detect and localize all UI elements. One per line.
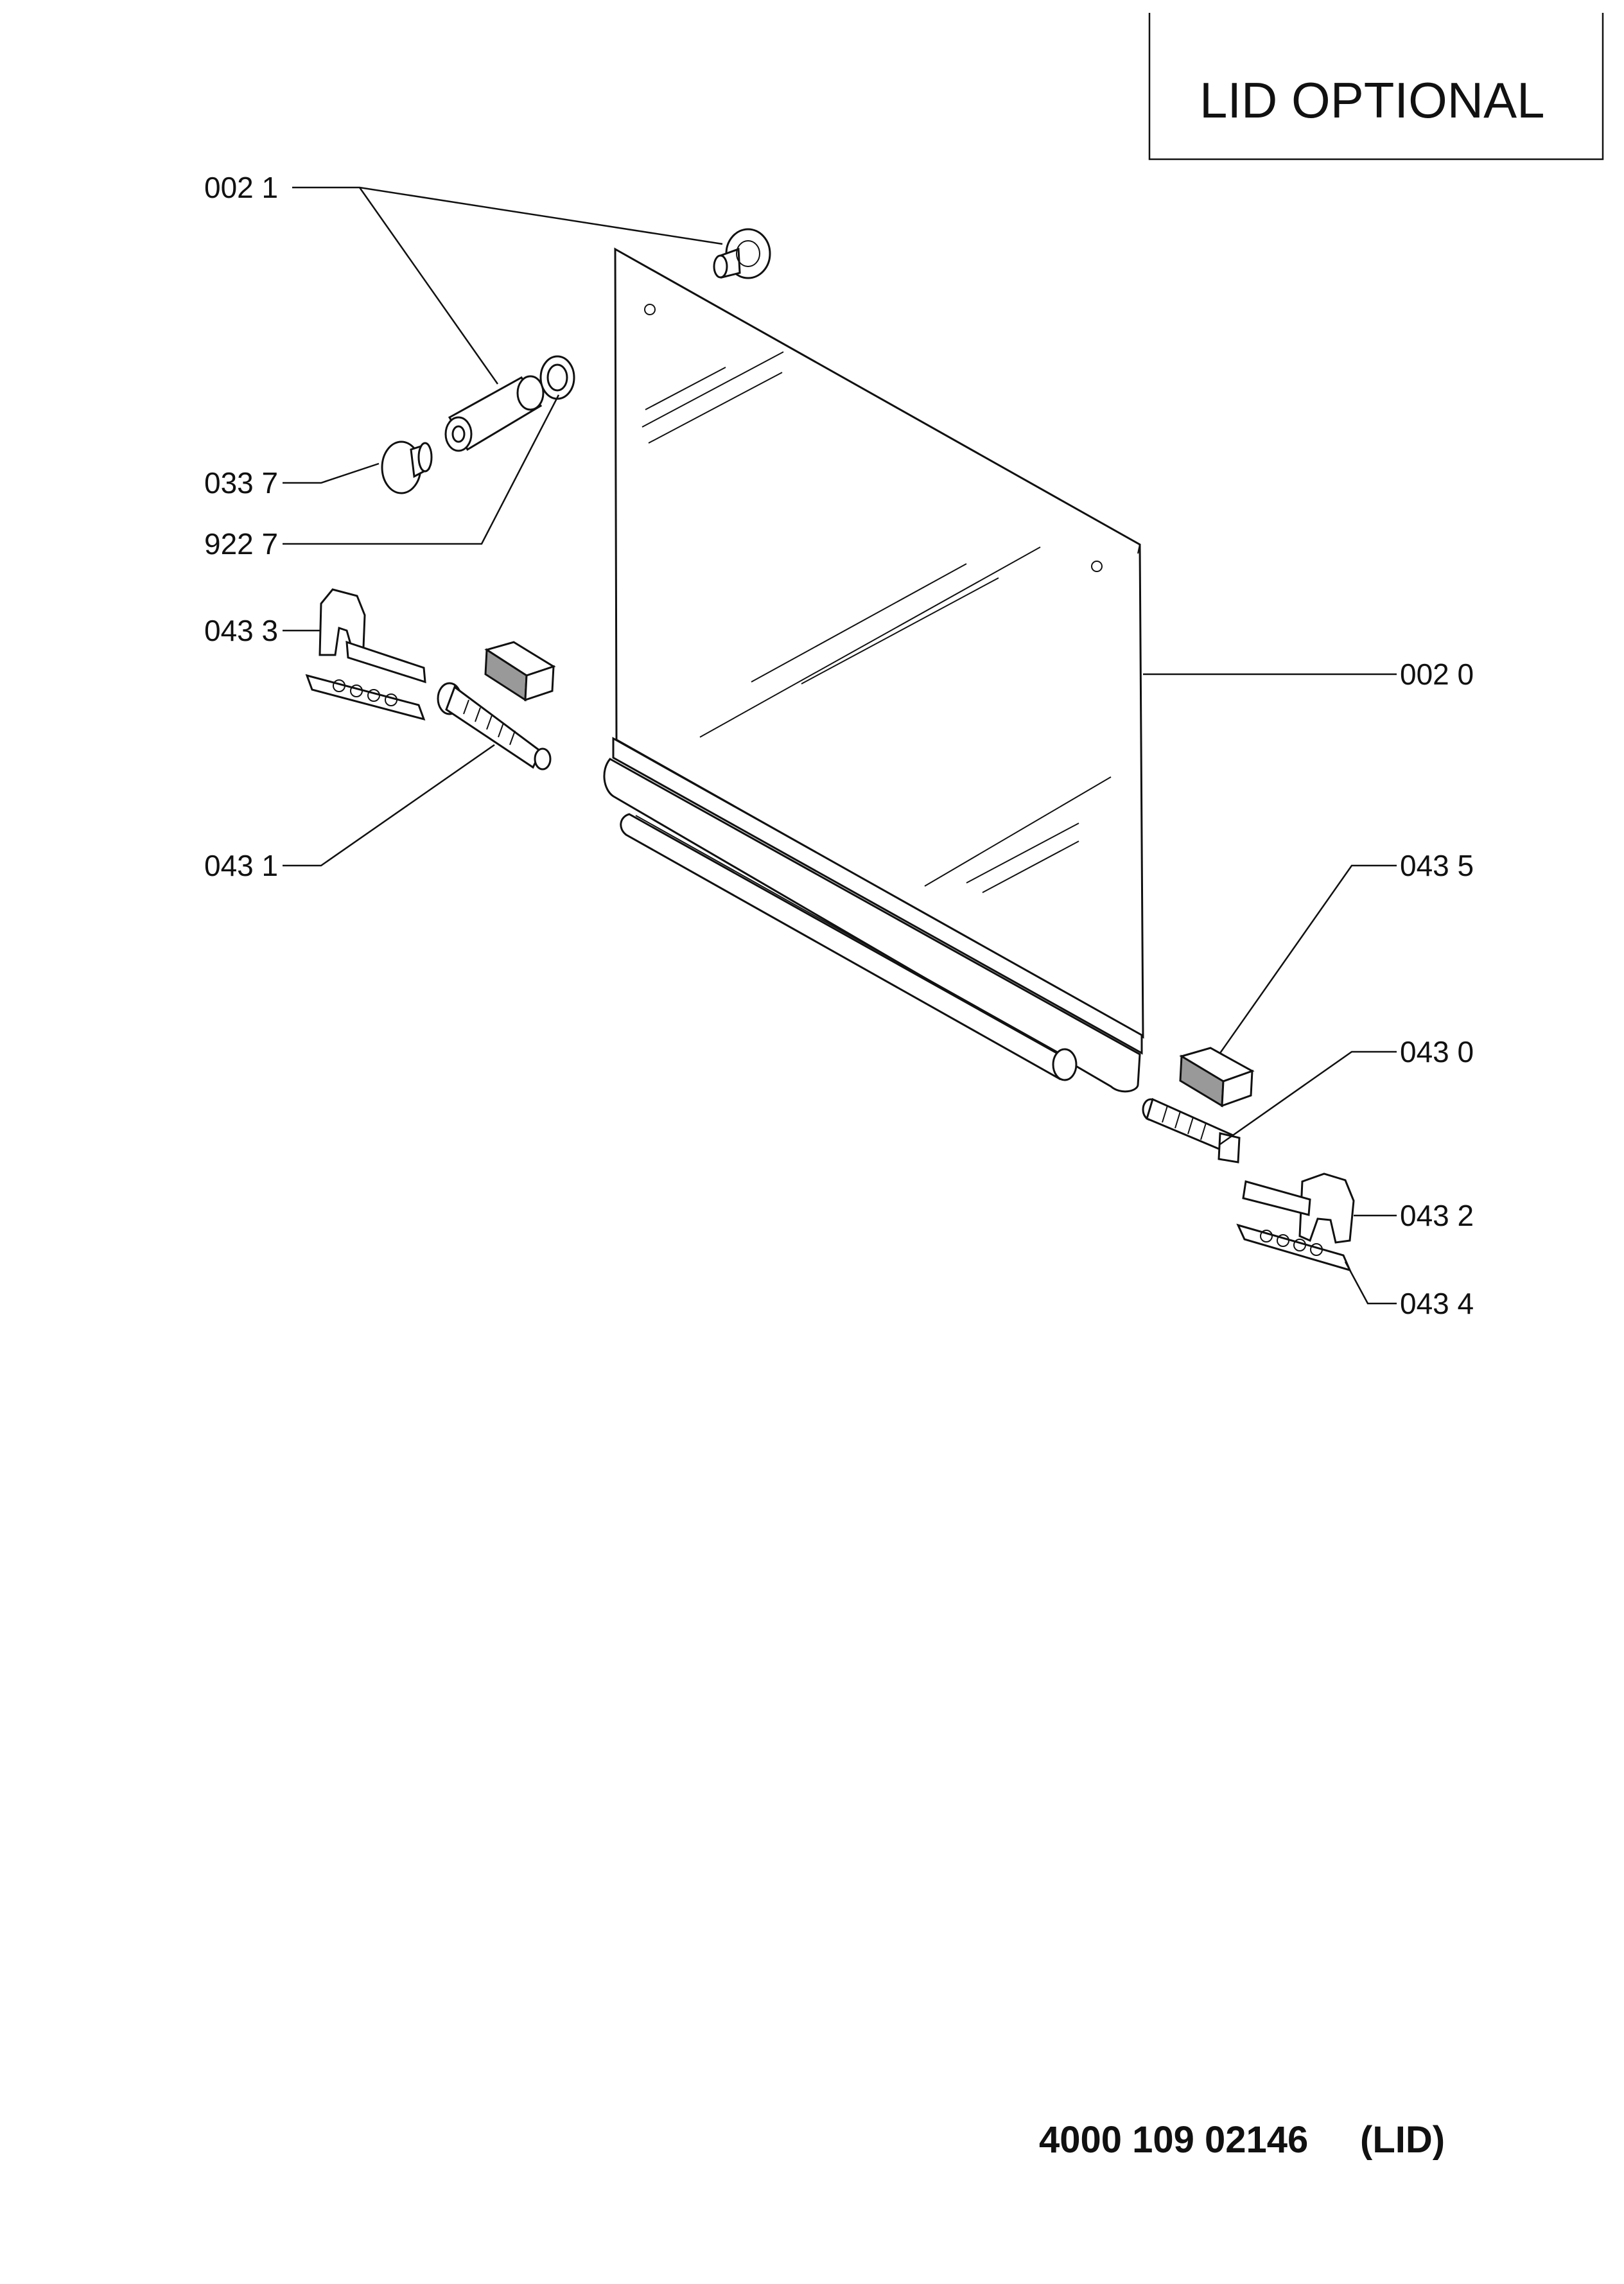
footer: 4000 109 02146 (LID) [1039,2119,1445,2161]
spring-pin-left-0431 [437,682,552,771]
leader-lines [283,186,1397,1305]
footer-assembly: (LID) [1360,2119,1445,2161]
callout-0020: 002 0 [1400,658,1474,691]
callout-0433: 043 3 [204,614,278,647]
callout-0434: 043 4 [1400,1287,1474,1320]
callout-0021: 002 1 [204,171,278,204]
callout-labels: 002 1 033 7 922 7 043 3 043 1 002 0 043 … [204,171,1474,1320]
callout-0432: 043 2 [1400,1199,1474,1232]
callout-0337: 033 7 [204,466,278,500]
knob-part-0021 [713,228,771,279]
spacer-sleeve [444,375,545,452]
damper-block-right-0435 [1179,1047,1255,1108]
button-knob-part-0337 [381,440,433,494]
callout-9227: 922 7 [204,527,278,561]
footer-part-number: 4000 109 02146 [1039,2119,1308,2161]
callout-0430: 043 0 [1400,1035,1474,1068]
hinge-bracket-left-0433 [305,588,426,721]
callout-0431: 043 1 [204,849,278,882]
title-box: LID OPTIONAL [1148,13,1604,161]
hinge-bracket-right-0432 [1236,1173,1355,1272]
callout-0435: 043 5 [1400,849,1474,882]
washer-part-9227 [539,355,575,400]
title-text: LID OPTIONAL [1200,72,1544,128]
glass-lid-panel [603,247,1144,1093]
damper-block-left [484,641,556,702]
spring-pin-right-0430 [1142,1097,1241,1164]
